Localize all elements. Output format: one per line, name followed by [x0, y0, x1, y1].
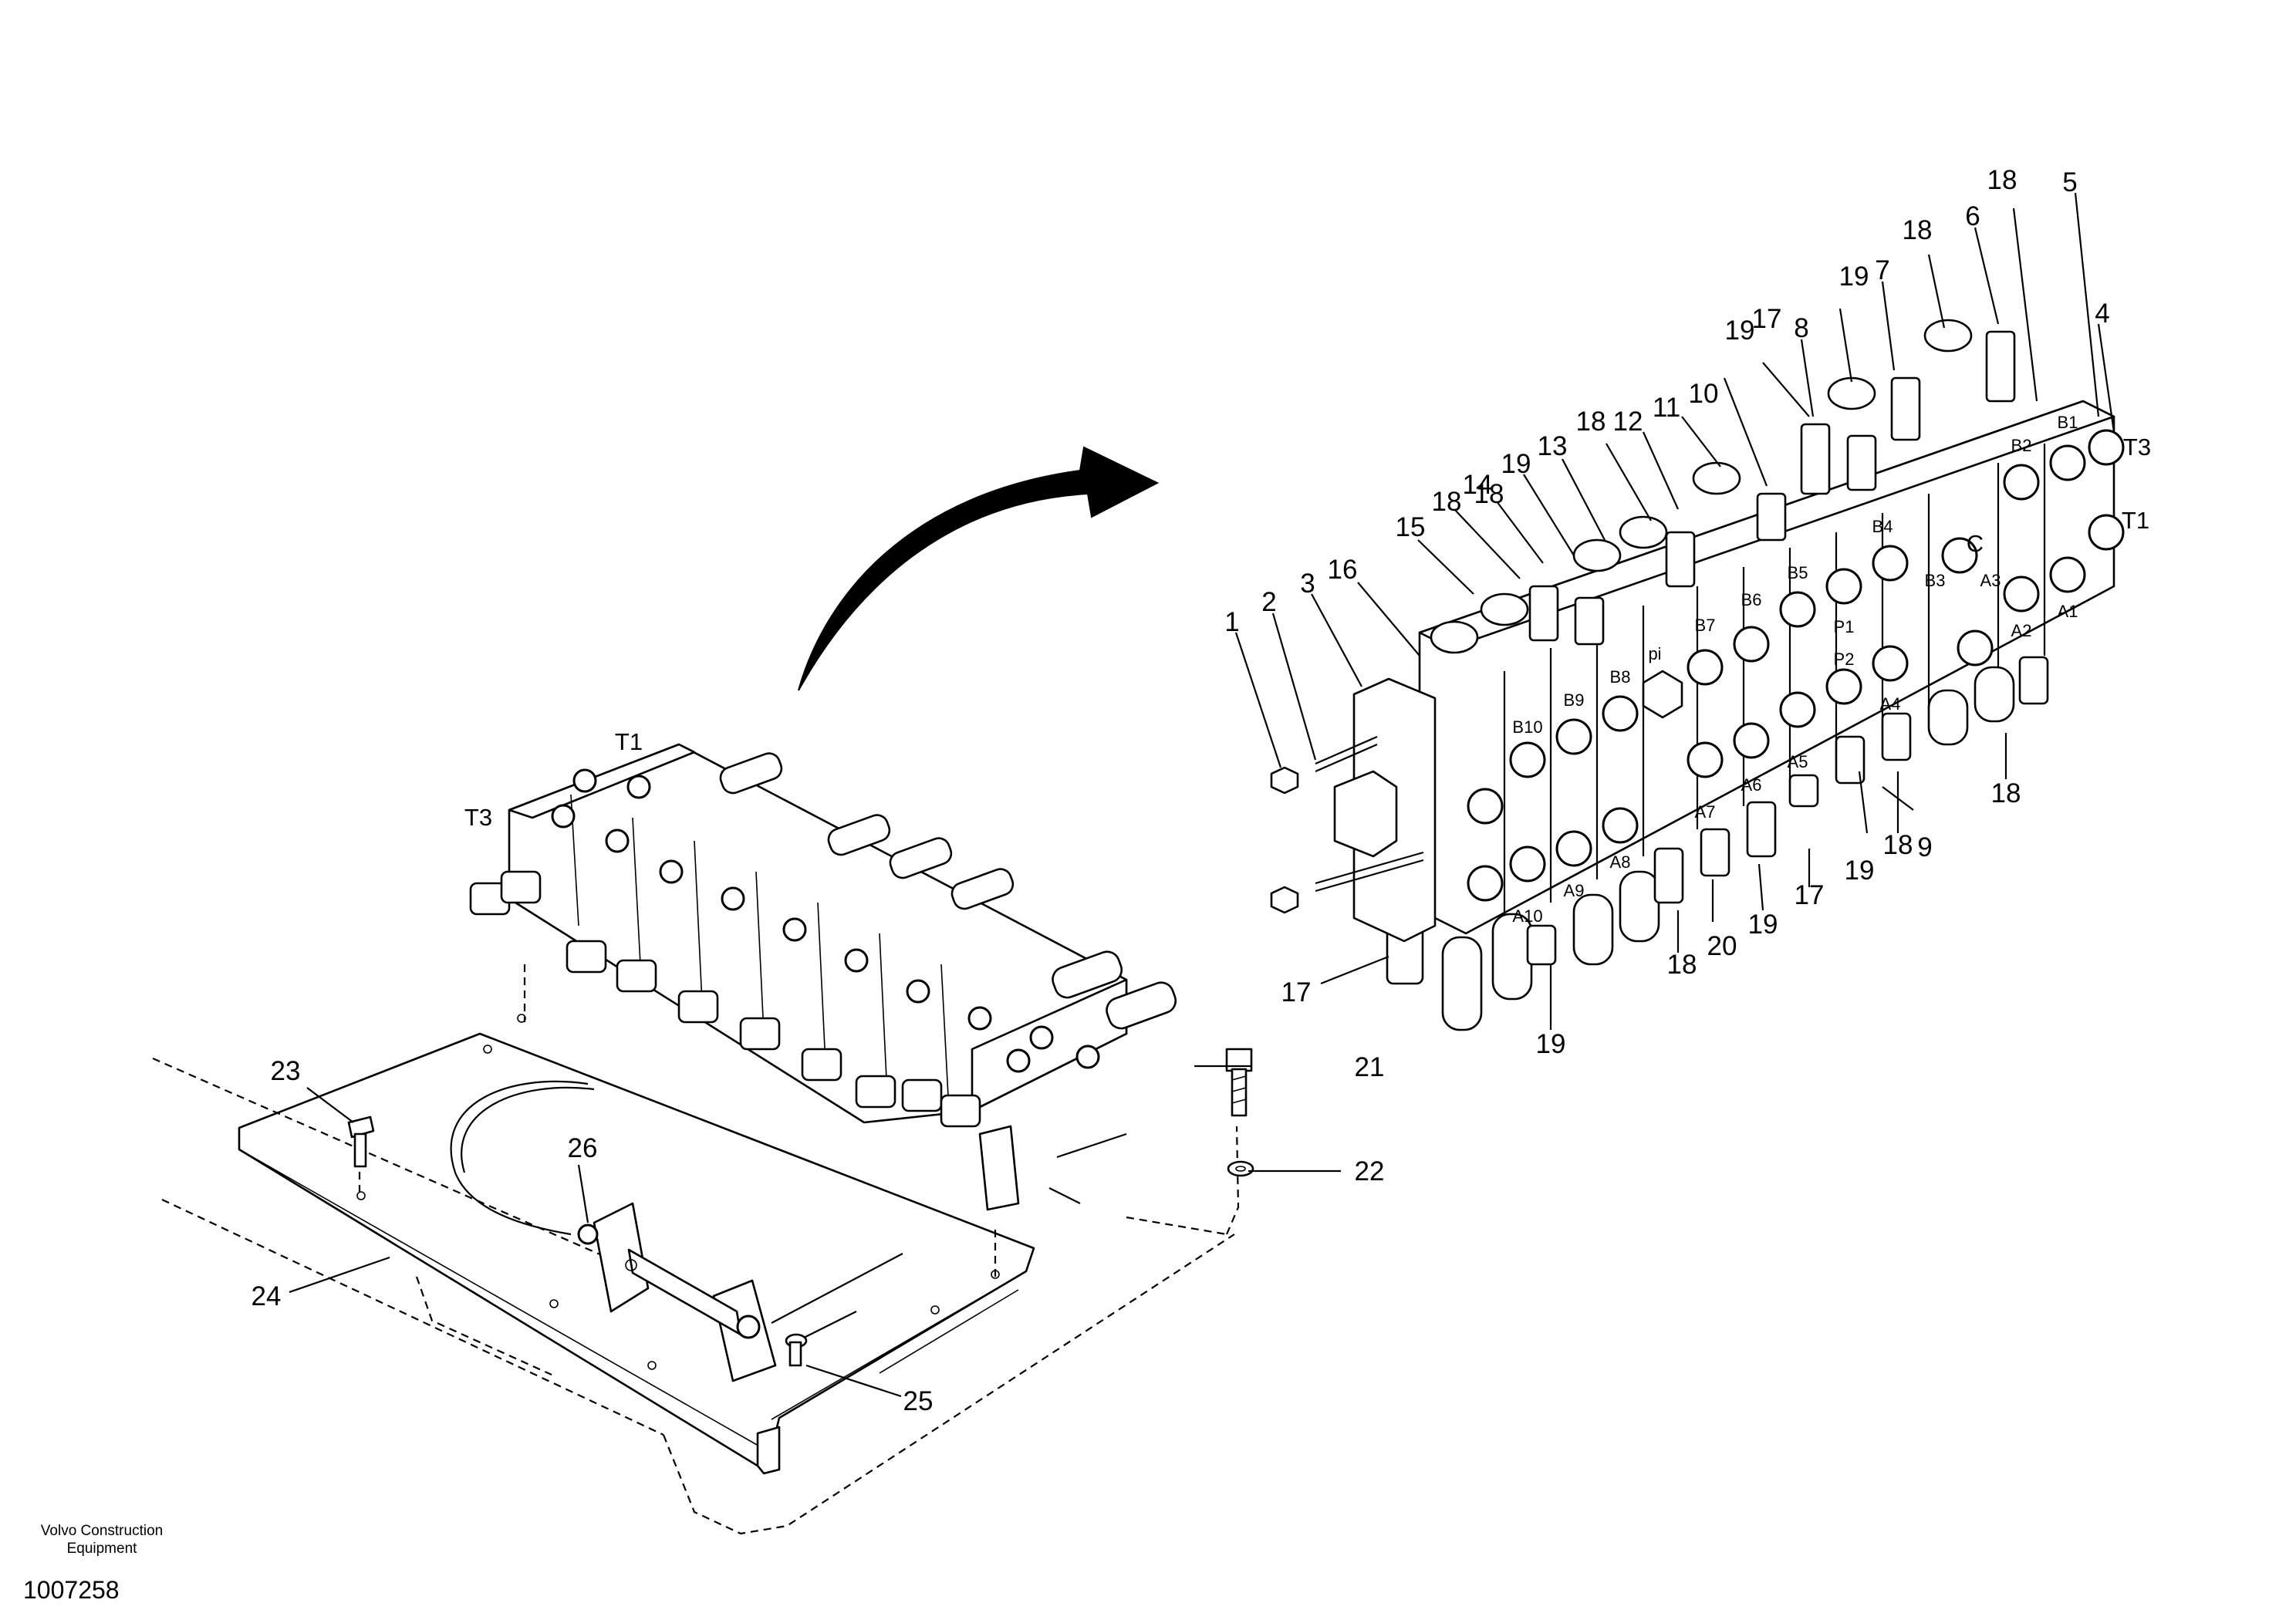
port-label-a3: A3 — [1980, 571, 2001, 590]
port-label-t1-left: T1 — [615, 728, 643, 755]
callout-25: 25 — [903, 1386, 934, 1416]
callout-19-a: 19 — [1839, 262, 1869, 292]
port-label-p2: P2 — [1834, 650, 1855, 669]
washer-22 — [1227, 1160, 1254, 1177]
port-label-c: C — [1967, 530, 1984, 557]
callout-9: 9 — [1917, 832, 1932, 862]
port-label-a7: A7 — [1695, 802, 1716, 822]
company-name-line-1: Volvo Construction — [41, 1523, 163, 1539]
port-label-a4: A4 — [1880, 694, 1901, 714]
port-label-t1-right: T1 — [2122, 507, 2149, 534]
callout-18-g: 18 — [1474, 479, 1504, 509]
port-label-t3-right: T3 — [2123, 434, 2151, 461]
port-label-t3-left: T3 — [464, 804, 492, 831]
callout-12: 12 — [1613, 407, 1643, 437]
callout-18-f: 18 — [1667, 950, 1697, 980]
callout-26: 26 — [568, 1133, 598, 1163]
port-label-pi: pi — [1648, 644, 1661, 663]
callout-4: 4 — [2095, 299, 2109, 329]
callout-17-top: 17 — [1752, 304, 1782, 334]
port-label-a10: A10 — [1512, 906, 1542, 926]
port-label-b2: B2 — [2011, 436, 2032, 455]
control-valve-mounted — [469, 743, 1177, 1211]
port-label-b6: B6 — [1741, 590, 1762, 609]
callout-7: 7 — [1875, 255, 1889, 285]
callout-3: 3 — [1300, 569, 1315, 599]
port-label-p1: P1 — [1834, 617, 1855, 636]
rotate-arrow — [798, 446, 1160, 691]
pin-bracket — [577, 1202, 777, 1382]
callout-20: 20 — [1707, 931, 1737, 961]
port-label-b1: B1 — [2058, 413, 2078, 432]
port-label-b9: B9 — [1564, 690, 1585, 710]
callout-10: 10 — [1689, 379, 1719, 409]
callout-18-c: 18 — [1576, 407, 1606, 437]
bolt-25 — [785, 1333, 808, 1367]
callout-16: 16 — [1328, 555, 1358, 585]
port-label-b8: B8 — [1610, 667, 1631, 687]
callout-18-top: 18 — [1987, 165, 2017, 195]
port-label-b7: B7 — [1695, 616, 1716, 635]
callout-23: 23 — [271, 1056, 301, 1086]
port-label-a9: A9 — [1564, 881, 1585, 900]
callout-19-d: 19 — [1845, 856, 1875, 886]
leader-lines — [289, 192, 2115, 1398]
callout-21: 21 — [1355, 1052, 1385, 1082]
callout-18-right: 18 — [1991, 778, 2021, 808]
footer: Volvo Construction Equipment 1007258 — [23, 1523, 163, 1604]
callout-18-d: 18 — [1432, 487, 1462, 517]
port-labels: T3 T1 B1 B2 B3 B4 B5 B6 B7 B8 B9 B10 A1 … — [464, 413, 2151, 926]
port-label-a8: A8 — [1610, 852, 1631, 872]
bolt-21 — [1225, 1048, 1253, 1117]
callout-19-f: 19 — [1536, 1029, 1566, 1059]
port-label-a1: A1 — [2058, 602, 2078, 621]
callout-18-b: 18 — [1903, 215, 1933, 245]
callout-19-b: 19 — [1725, 316, 1755, 346]
callout-18-e: 18 — [1883, 830, 1913, 860]
callout-5: 5 — [2062, 167, 2077, 197]
document-number: 1007258 — [23, 1576, 120, 1604]
callout-15: 15 — [1396, 512, 1426, 542]
port-label-a6: A6 — [1741, 775, 1762, 795]
callout-24: 24 — [252, 1281, 282, 1311]
callout-8: 8 — [1794, 313, 1808, 343]
port-label-a5: A5 — [1788, 752, 1808, 771]
callout-17-lower-right: 17 — [1795, 880, 1825, 910]
callout-19-e: 19 — [1748, 910, 1778, 940]
callout-17-left: 17 — [1281, 977, 1312, 1007]
callout-13: 13 — [1538, 431, 1568, 461]
callout-22: 22 — [1355, 1156, 1385, 1186]
control-valve-exploded — [1270, 319, 2125, 1031]
port-label-b3: B3 — [1925, 571, 1946, 590]
port-label-b10: B10 — [1512, 717, 1542, 737]
port-label-b4: B4 — [1872, 517, 1893, 536]
bolt-23 — [347, 1115, 375, 1168]
callout-19-c: 19 — [1501, 449, 1531, 479]
callout-14: 14 — [1463, 470, 1493, 500]
callout-1: 1 — [1224, 607, 1239, 637]
callouts: 1 2 3 4 5 6 7 8 9 10 11 12 13 14 15 16 1… — [252, 165, 2110, 1416]
callout-6: 6 — [1965, 201, 1980, 231]
port-label-b5: B5 — [1788, 563, 1808, 582]
callout-11: 11 — [1653, 393, 1680, 423]
callout-2: 2 — [1261, 587, 1276, 617]
port-label-a2: A2 — [2011, 621, 2032, 640]
company-name-line-2: Equipment — [67, 1541, 138, 1557]
